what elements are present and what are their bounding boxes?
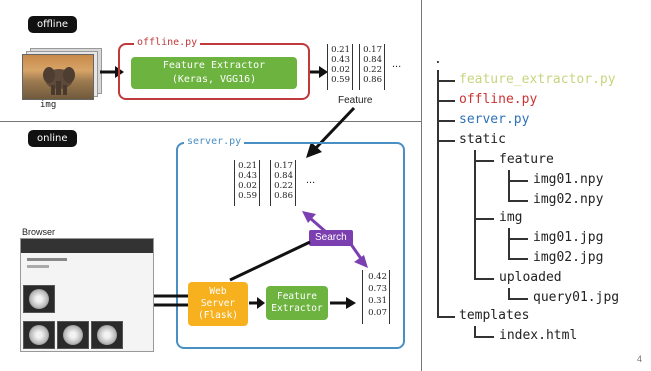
result-thumbnail-3 [91,321,123,349]
tree-query01: query01.jpg [533,290,620,305]
arrow-extractor-to-query [330,297,356,309]
offline-ellipsis: ... [392,58,402,70]
browser-window [20,238,154,352]
tree-feature-extractor: feature_extractor.py [459,72,616,87]
offline-py-label: offline.py [134,37,201,49]
tree-server: server.py [459,112,530,127]
offline-feature-extractor: Feature Extractor (Keras, VGG16) [131,57,297,89]
feature-label: Feature [338,95,373,106]
tree-feature-dir: feature [499,152,554,167]
vertical-divider [421,0,422,371]
result-thumbnail-1 [23,321,55,349]
web-server-block: Web Server (Flask) [188,282,248,326]
tree-trunk [437,70,439,318]
browser-text-line-2 [27,265,49,268]
arrow-browser-to-webserver [154,294,188,307]
arrow-extractor-to-feature [310,66,328,78]
server-py-label: server.py [184,136,245,148]
offline-py-box [118,43,310,100]
result-thumbnail-2 [57,321,89,349]
online-feature-extractor: Feature Extractor [266,286,328,320]
tree-img02-jpg: img02.jpg [533,250,604,265]
elephant-image-stack [22,48,102,100]
tree-root: . [434,52,442,67]
arrow-webserver-to-search [229,240,311,282]
tree-img01-npy: img01.npy [533,172,604,187]
elephant-photo [22,54,94,100]
tree-index-html: index.html [499,328,578,343]
tree-img02-npy: img02.npy [533,192,604,207]
browser-label: Browser [22,227,56,237]
browser-text-line [27,258,67,261]
img-label: img [40,100,57,110]
search-label: Search [309,230,353,246]
tree-offline: offline.py [459,92,538,107]
arrow-webserver-to-extractor [249,297,265,309]
page-number: 4 [637,354,643,364]
horizontal-divider [0,121,421,122]
tree-static: static [459,132,506,147]
online-tag: online [28,130,77,147]
query-thumbnail [23,285,55,313]
tree-img01-jpg: img01.jpg [533,230,604,245]
offline-tag: offline [28,16,78,33]
server-py-box [176,142,405,349]
tree-templates: templates [459,308,530,323]
tree-img-dir: img [499,210,523,225]
tree-uploaded-dir: uploaded [499,270,562,285]
server-ellipsis: ... [306,174,316,186]
browser-toolbar [21,239,153,253]
